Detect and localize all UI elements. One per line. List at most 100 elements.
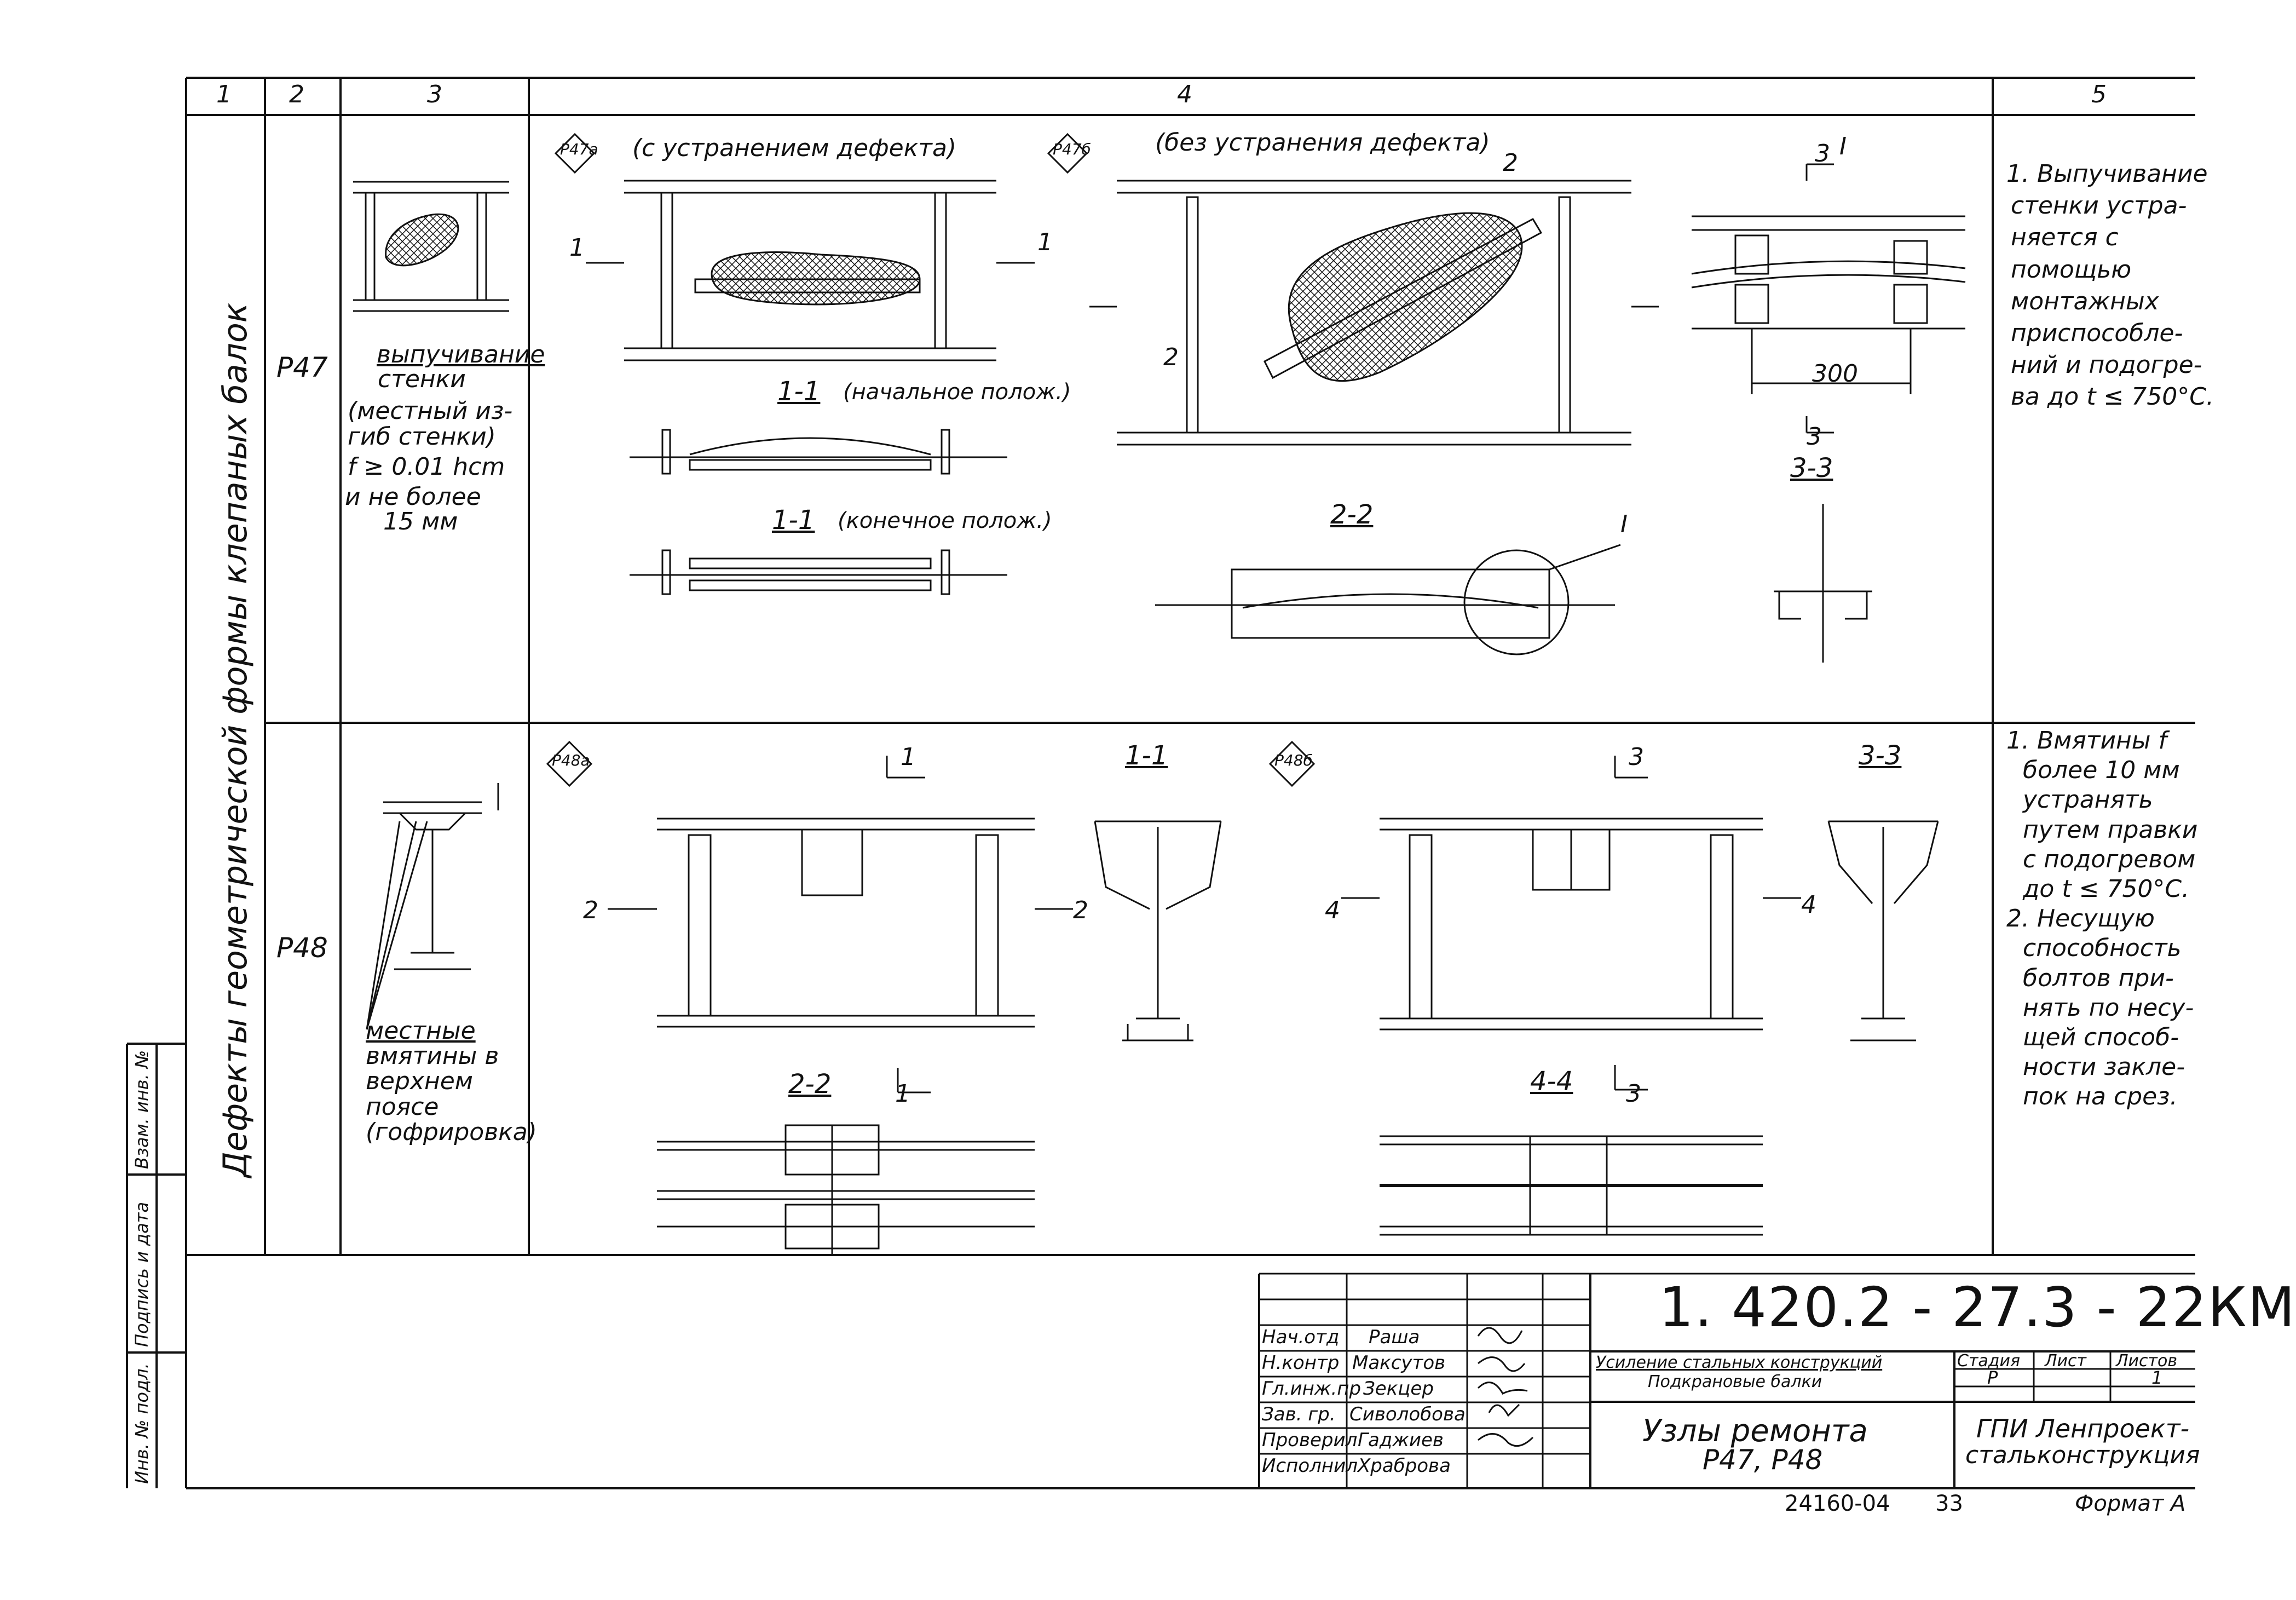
- p48-section-33: 3-3: [1859, 740, 1902, 771]
- p47-cut-mark-left: 1: [569, 234, 585, 262]
- tag-p47a: Р47а: [560, 140, 598, 158]
- defect-code-p48: Р48: [276, 932, 328, 964]
- p48-note-line: способность: [2023, 934, 2182, 963]
- sheets-header: Листов: [2116, 1351, 2178, 1371]
- format-label: Формат А: [2075, 1491, 2186, 1516]
- p48-cut4-left: 4: [1325, 896, 1340, 924]
- p47-cut2-mark-left: 2: [1163, 343, 1179, 371]
- tag-p47b: Р47б: [1053, 140, 1091, 158]
- p47-defect-limit2: 15 мм: [383, 508, 458, 536]
- p48-note-line: устранять: [2023, 786, 2153, 814]
- column-header-3: 3: [427, 80, 442, 108]
- p48-note-line: ности закле-: [2023, 1053, 2185, 1081]
- p47-note-line: ний и подогре-: [2011, 351, 2202, 379]
- tb-name: Раша: [1369, 1326, 1420, 1348]
- p47-note-line: 1. Выпучивание: [2006, 160, 2208, 188]
- tb-role: Зав. гр.: [1262, 1403, 1336, 1425]
- p48-note-line: путем правки: [2023, 815, 2198, 844]
- p47-note-line: стенки устра-: [2011, 192, 2187, 220]
- p47-note: 1. Выпучивание стенки устра- няется с по…: [2006, 160, 2214, 417]
- p47-cut3-bottom: 3: [1807, 423, 1822, 451]
- p48-defect-line: вмятины в: [366, 1042, 499, 1070]
- p48-section-11: 1-1: [1125, 740, 1168, 771]
- p48-cut4-right: 4: [1801, 891, 1816, 919]
- p48-cut3-bottom: 3: [1626, 1080, 1641, 1108]
- p48-note: 1. Вмятины f более 10 мм устранять путем…: [2006, 728, 2197, 1114]
- tb-name: Храброва: [1358, 1455, 1451, 1477]
- stage-value: Р: [1987, 1367, 1998, 1388]
- p48-defect-line: верхнем: [366, 1067, 474, 1096]
- p47-defect-desc1: (местный из-: [348, 397, 513, 425]
- p47-note-line: монтажных: [2011, 287, 2159, 315]
- sheet-header: Лист: [2045, 1351, 2087, 1371]
- p48-cut3-top: 3: [1629, 743, 1644, 771]
- drawing-sheet: 1 2 3 4 5 Дефекты геометрической формы к…: [126, 77, 2295, 1516]
- p48-defect-desc: местные вмятины в верхнем поясе (гофриро…: [366, 1018, 537, 1145]
- p47-note-line: ва до t ≤ 750°С.: [2011, 383, 2214, 411]
- drawing-title-line1: Узлы ремонта: [1642, 1413, 1868, 1449]
- bottom-page: 33: [1935, 1491, 1963, 1516]
- column-header-2: 2: [289, 80, 304, 108]
- p47-section-11-start: 1-1: [777, 376, 821, 407]
- p48-section-44: 4-4: [1530, 1066, 1573, 1097]
- p48-defect-line: (гофрировка): [366, 1118, 537, 1146]
- p48-note-line: болтов при-: [2023, 964, 2174, 992]
- p47-cut2-mark-top: 2: [1503, 149, 1518, 177]
- signatures: [1477, 1327, 1534, 1447]
- p48-note-line: нять по несу-: [2023, 993, 2194, 1022]
- tag-p48b: Р48б: [1274, 751, 1313, 769]
- p48-section-22: 2-2: [788, 1069, 832, 1100]
- stage-header: Стадия: [1957, 1351, 2021, 1371]
- tb-name: Сиволобова: [1349, 1403, 1466, 1425]
- p47-detail-mark: I: [1839, 133, 1847, 160]
- p47-cut-mark-right: 1: [1037, 228, 1053, 256]
- p48-cut2-right: 2: [1073, 896, 1088, 924]
- drawing-frame: [126, 77, 2195, 1489]
- p47-section-33: 3-3: [1790, 453, 1833, 484]
- defect-code-p47: Р47: [276, 352, 328, 383]
- document-code: 1. 420.2 - 27.3 - 22КМ: [1659, 1275, 2296, 1339]
- p47-section-11-end: 1-1: [772, 505, 815, 536]
- tb-role: Н.контр: [1262, 1352, 1340, 1374]
- p47-detail-callout: I: [1620, 510, 1628, 538]
- column-header-5: 5: [2091, 80, 2107, 108]
- p47-note-line: няется с: [2011, 223, 2119, 252]
- p48-cut1-bottom: 1: [895, 1080, 910, 1108]
- p47-defect-formula: f ≥ 0.01 hcm: [348, 453, 505, 481]
- tb-role: Гл.инж.пр: [1262, 1378, 1362, 1400]
- p47-defect-title: выпучивание: [377, 341, 545, 369]
- drawing-title-line2: Р47, Р48: [1703, 1444, 1823, 1476]
- p47-cut3-top: 3: [1815, 140, 1830, 168]
- p47b-caption: (без устранения дефекта): [1155, 129, 1490, 157]
- p48-note-line: 1. Вмятины f: [2006, 727, 2167, 755]
- p47-section-11-end-note: (конечное полож.): [838, 508, 1052, 533]
- p47-section-22: 2-2: [1330, 499, 1374, 530]
- p48-note-line: до t ≤ 750°С.: [2023, 874, 2190, 903]
- tb-name: Зекцер: [1363, 1378, 1434, 1400]
- p47a-caption: (с устранением дефекта): [632, 134, 957, 162]
- subject-line2: Подкрановые балки: [1648, 1372, 1822, 1391]
- column-header-4: 4: [1177, 80, 1192, 108]
- p47-defect-limit1: и не более: [345, 483, 481, 511]
- p48-note-line: с подогревом: [2023, 845, 2196, 873]
- tb-name: Гаджиев: [1358, 1429, 1444, 1451]
- column-header-1: 1: [216, 80, 232, 108]
- tb-role: Исполнил: [1262, 1455, 1358, 1477]
- p48-cut2-left: 2: [583, 896, 598, 924]
- p48-defect-line: поясе: [366, 1092, 439, 1121]
- sheets-value: 1: [2151, 1367, 2163, 1388]
- p48-note-line: щей способ-: [2023, 1023, 2179, 1051]
- organization-line1: ГПИ Ленпроект-: [1976, 1414, 2190, 1443]
- p47-defect-title2: стенки: [378, 365, 466, 393]
- tb-name: Максутов: [1352, 1352, 1446, 1374]
- p47-section-11-start-note: (начальное полож.): [843, 379, 1071, 405]
- p47-note-line: помощью: [2011, 255, 2132, 284]
- tb-role: Нач.отд: [1262, 1326, 1340, 1348]
- p48-note-line: 2. Несущую: [2006, 905, 2155, 933]
- p48-note-line: более 10 мм: [2023, 756, 2180, 785]
- p47-dim-300: 300: [1812, 360, 1858, 388]
- organization-line2: стальконструкция: [1965, 1441, 2200, 1469]
- subject-line1: Усиление стальных конструкций: [1596, 1353, 1883, 1372]
- tb-role: Проверил: [1262, 1429, 1358, 1451]
- p48-note-line: пок на срез.: [2023, 1083, 2178, 1111]
